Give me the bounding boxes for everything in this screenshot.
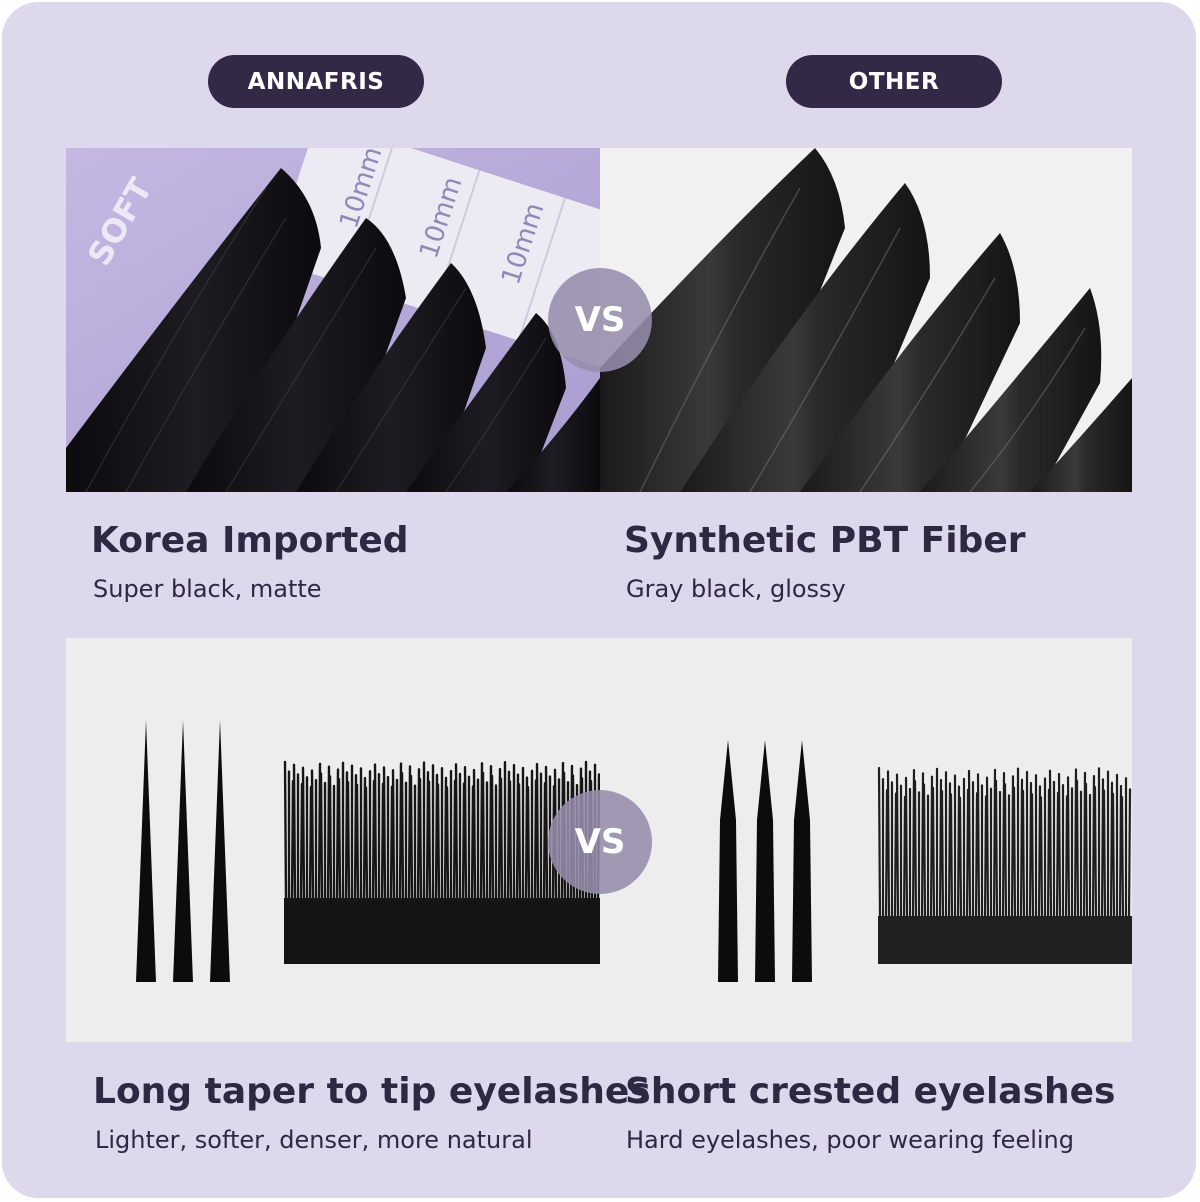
right-feature-title: Synthetic PBT Fiber: [624, 520, 1026, 561]
lash-strip-image: [877, 766, 1132, 964]
taper-lash-panel: [66, 638, 600, 1042]
lash-rows-image: [600, 148, 1132, 492]
vs-badge: VS: [548, 268, 652, 372]
brand-badge-other: OTHER: [786, 55, 1002, 108]
left-lash-subtitle: Lighter, softer, denser, more natural: [95, 1126, 533, 1154]
left-feature-subtitle: Super black, matte: [93, 575, 322, 603]
annafris-tray-photo: 10mm 10mm 10mm SOFT: [66, 148, 600, 492]
left-feature-title: Korea Imported: [91, 520, 409, 561]
vs-badge: VS: [548, 790, 652, 894]
brand-badge-annafris: ANNAFRIS: [208, 55, 424, 108]
taper-lash-icon: [136, 720, 600, 982]
right-feature-subtitle: Gray black, glossy: [626, 575, 846, 603]
left-lash-title: Long taper to tip eyelashes: [93, 1071, 651, 1112]
crested-lash-icon: [718, 740, 1132, 982]
right-lash-subtitle: Hard eyelashes, poor wearing feeling: [626, 1126, 1074, 1154]
other-lash-photo: [600, 148, 1132, 492]
lash-tray-image: 10mm 10mm 10mm SOFT: [66, 148, 600, 492]
right-lash-title: Short crested eyelashes: [625, 1071, 1116, 1112]
crested-lash-panel: [600, 638, 1132, 1042]
